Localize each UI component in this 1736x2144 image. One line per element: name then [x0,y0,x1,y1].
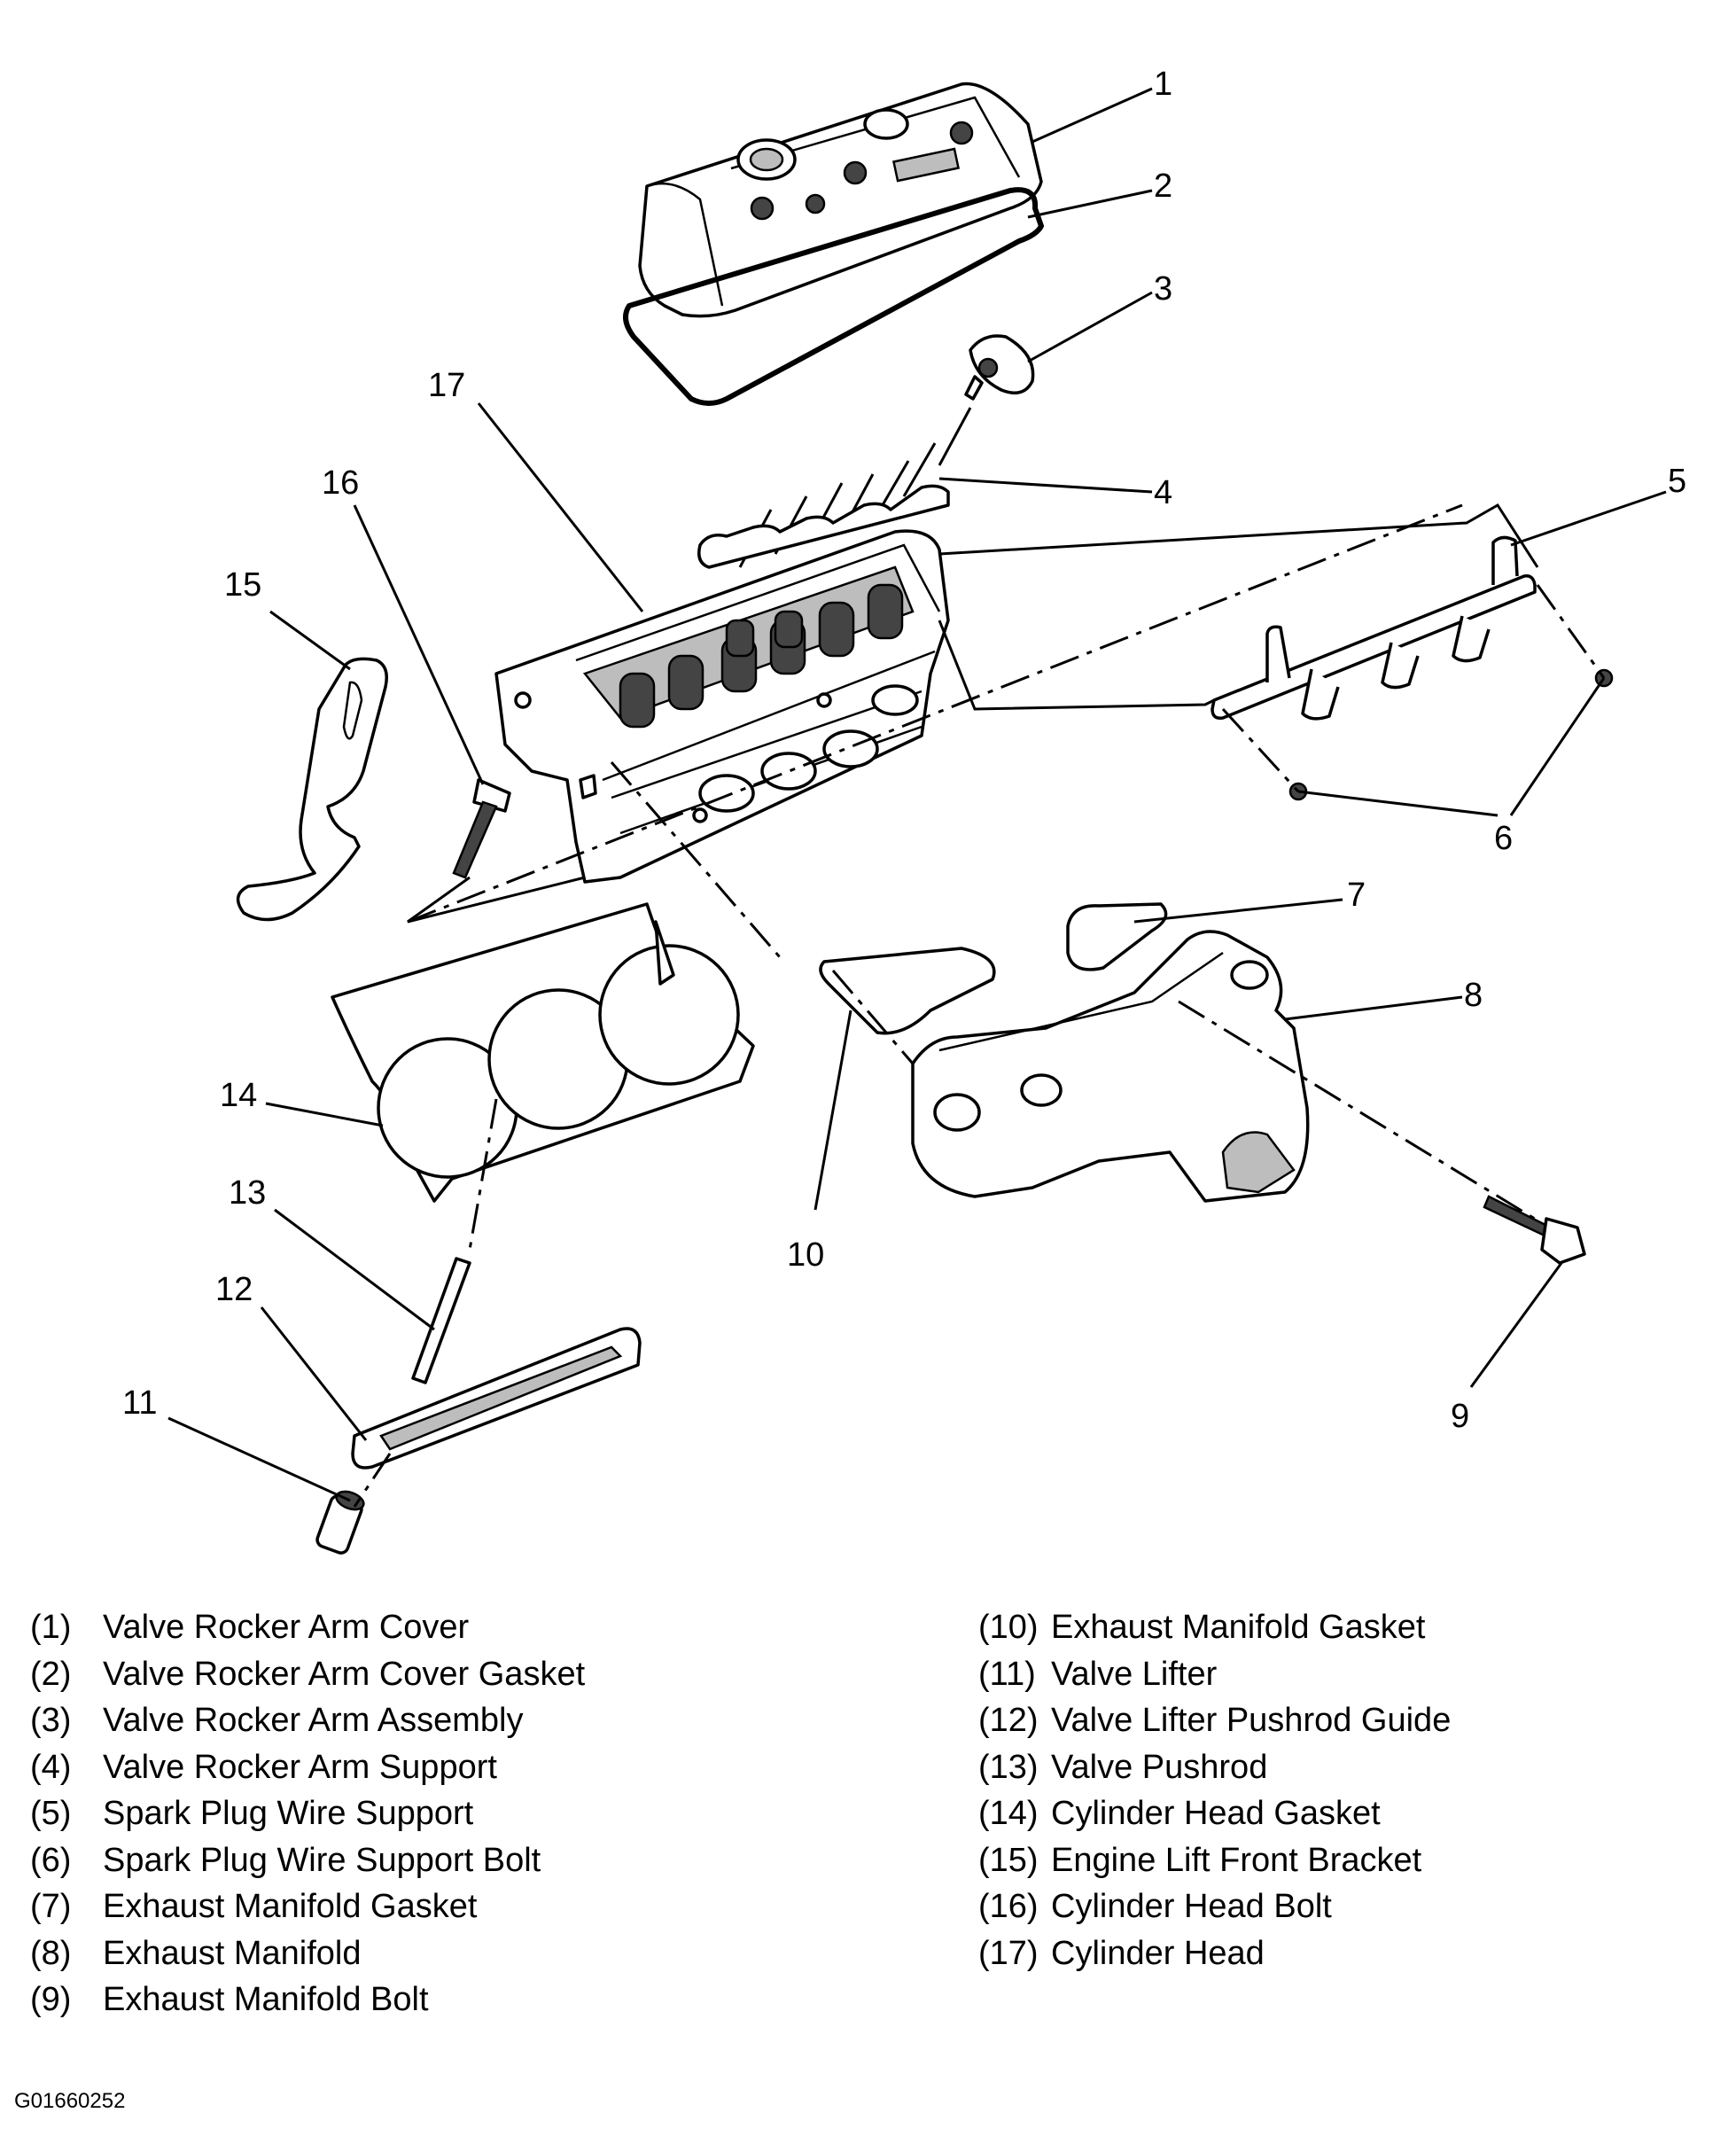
figure-id: G01660252 [14,2089,126,2113]
legend-label: Exhaust Manifold Gasket [103,1888,478,1925]
rocker-arm-cover-gasket [623,187,1044,406]
legend-item: (1) Valve Rocker Arm Cover [30,1604,585,1651]
legend-number: (12) [978,1702,1039,1739]
legend-label: Exhaust Manifold Gasket [1051,1609,1426,1646]
legend-item: (5) Spark Plug Wire Support [30,1790,585,1837]
legend-label: Spark Plug Wire Support Bolt [103,1841,541,1879]
legend-number: (13) [978,1748,1039,1786]
legend-label: Exhaust Manifold [103,1934,362,1972]
callout-4: 4 [1154,474,1172,511]
legend-label: Engine Lift Front Bracket [1051,1841,1422,1879]
legend-item: (4) Valve Rocker Arm Support [30,1744,585,1791]
bolt-reference-lines [407,876,586,924]
legend-label: Valve Lifter [1051,1655,1218,1693]
leader-lines [167,87,1667,1502]
legend-label: Cylinder Head Gasket [1051,1795,1381,1832]
legend-number: (10) [978,1609,1039,1646]
legend-item: (17) Cylinder Head [978,1930,1451,1977]
legend-column-right: (10) Exhaust Manifold Gasket (11) Valve Li… [978,1604,1451,1976]
legend-number: (4) [30,1748,72,1786]
assembly-lines [353,503,1606,1508]
legend-item: (8) Exhaust Manifold [30,1930,585,1977]
exhaust-manifold [911,930,1310,1203]
valve-rocker-arm-cover [638,82,1043,318]
legend-number: (9) [30,1981,72,2018]
legend-number: (16) [978,1888,1039,1925]
callout-numbers: 1 2 3 4 5 6 7 8 9 10 11 12 13 14 15 16 1… [122,66,1686,1435]
parts-legend: (1) Valve Rocker Arm Cover (2) Valve Rocke… [0,1604,1736,2101]
legend-number: (15) [978,1841,1039,1879]
cylinder-head-gasket [331,902,755,1203]
callout-12: 12 [215,1271,253,1308]
legend-item: (16) Cylinder Head Bolt [978,1883,1451,1930]
legend-label: Cylinder Head Bolt [1051,1888,1332,1925]
callout-1: 1 [1154,66,1172,103]
legend-number: (14) [978,1795,1039,1832]
legend-number: (11) [978,1655,1036,1693]
legend-number: (5) [30,1795,72,1832]
legend-number: (7) [30,1888,72,1925]
legend-label: Valve Lifter Pushrod Guide [1051,1702,1452,1739]
callout-8: 8 [1464,977,1483,1014]
exhaust-manifold-gasket-7 [1066,902,1168,971]
valve-lifter-pushrod-guide [351,1327,642,1470]
legend-item: (7) Exhaust Manifold Gasket [30,1883,585,1930]
legend-number: (2) [30,1655,72,1693]
legend-number: (1) [30,1609,72,1646]
legend-item: (12) Valve Lifter Pushrod Guide [978,1697,1451,1744]
legend-item: (6) Spark Plug Wire Support Bolt [30,1837,585,1884]
callout-16: 16 [322,464,359,502]
wire-support-outline [938,503,1539,711]
callout-11: 11 [122,1384,157,1422]
callout-15: 15 [224,566,261,604]
spark-plug-wire-support [1211,535,1537,721]
callout-2: 2 [1154,168,1172,205]
legend-label: Spark Plug Wire Support [103,1795,474,1832]
valve-lifter [315,1490,365,1555]
callout-9: 9 [1451,1398,1469,1435]
callout-3: 3 [1154,270,1172,308]
legend-item: (10) Exhaust Manifold Gasket [978,1604,1451,1651]
valve-springs [619,583,904,729]
valve-rocker-arm-supports [697,407,972,569]
legend-item: (15) Engine Lift Front Bracket [978,1837,1451,1884]
valve-rocker-arm-assembly [964,334,1035,401]
legend-label: Exhaust Manifold Bolt [103,1981,429,2018]
exhaust-manifold-gasket-10 [819,947,996,1035]
exhaust-manifold-bolt [1483,1195,1586,1265]
legend-item: (14) Cylinder Head Gasket [978,1790,1451,1837]
legend-label: Valve Rocker Arm Support [103,1748,497,1786]
cylinder-head-bolt [452,778,511,879]
legend-label: Valve Rocker Arm Cover Gasket [103,1655,586,1693]
callout-7: 7 [1347,877,1366,914]
callout-5: 5 [1668,463,1686,500]
legend-label: Cylinder Head [1051,1934,1265,1972]
legend-item: (11) Valve Lifter [978,1651,1451,1698]
engine-lift-front-bracket [236,657,388,922]
callout-13: 13 [229,1174,266,1212]
callout-10: 10 [787,1236,824,1274]
valve-pushrod [411,1257,471,1384]
legend-number: (3) [30,1702,72,1739]
callout-6: 6 [1494,820,1513,857]
legend-item: (9) Exhaust Manifold Bolt [30,1976,585,2023]
legend-label: Valve Rocker Arm Cover [103,1609,470,1646]
cylinder-head [494,529,950,884]
legend-label: Valve Pushrod [1051,1748,1268,1786]
legend-item: (3) Valve Rocker Arm Assembly [30,1697,585,1744]
legend-label: Valve Rocker Arm Assembly [103,1702,524,1739]
exploded-parts-diagram: 1 2 3 4 5 6 7 8 9 10 11 12 13 14 15 16 1… [122,66,1686,1555]
legend-number: (8) [30,1934,72,1972]
legend-number: (17) [978,1934,1039,1972]
legend-number: (6) [30,1841,72,1879]
legend-item: (13) Valve Pushrod [978,1744,1451,1791]
legend-column-left: (1) Valve Rocker Arm Cover (2) Valve Rocke… [30,1604,585,2023]
legend-item: (2) Valve Rocker Arm Cover Gasket [30,1651,585,1698]
callout-14: 14 [220,1077,257,1114]
callout-17: 17 [428,367,465,404]
